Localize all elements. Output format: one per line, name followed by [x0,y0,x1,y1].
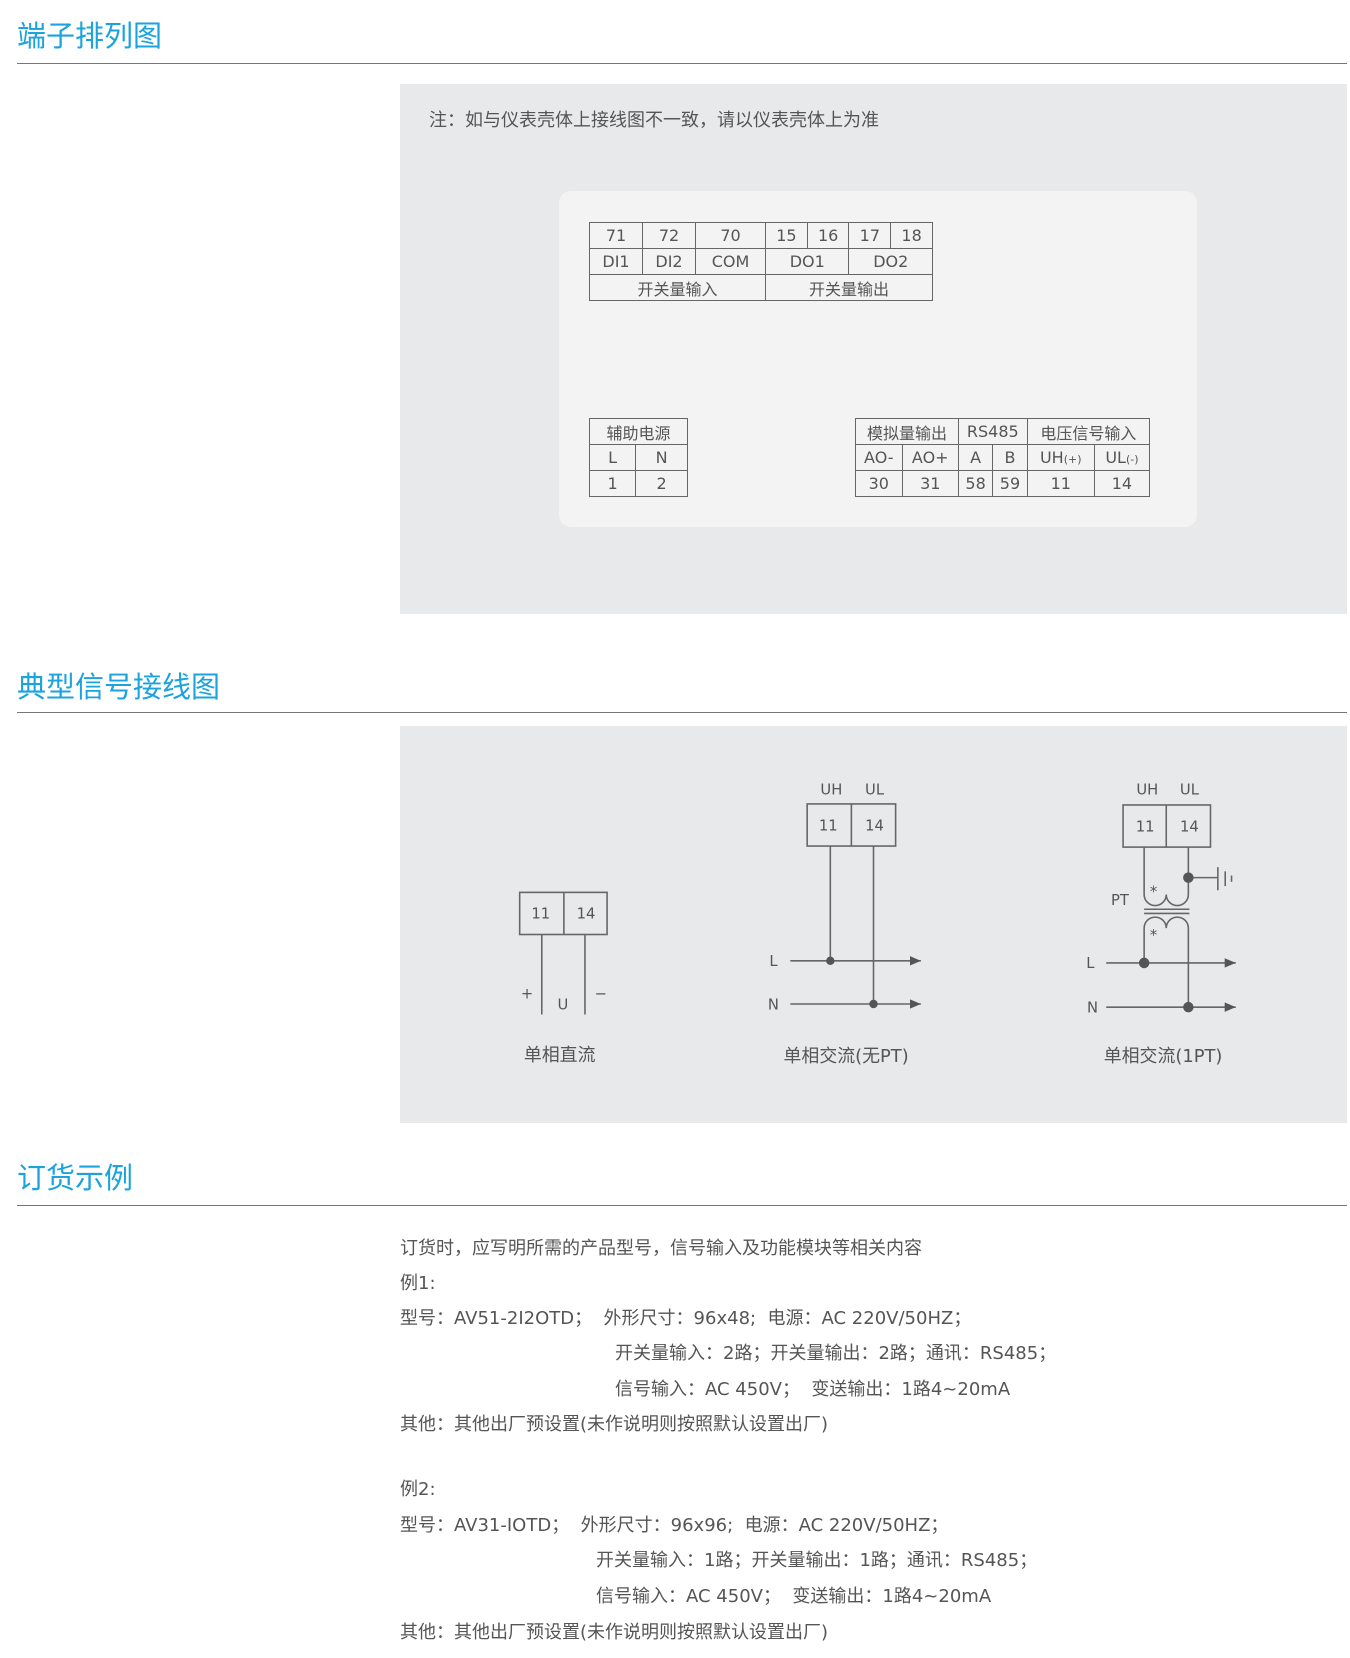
cell: 70 [694,222,767,249]
cell: RS485 [957,418,1028,445]
wiring-diagrams: 11 14 + U − 单相直流 UH UL 11 14 L N 单相交流(无P… [518,781,1236,1067]
cell: 模拟量输出 [855,418,959,445]
label: (-) [1125,453,1139,466]
cell: 开关量输出 [765,274,933,301]
cell: AO+ [901,444,959,471]
order-line: 其他：其他出厂预设置(未作说明则按照默认设置出厂) [400,1414,829,1435]
terminal-label: 14 [577,906,596,923]
u-label: U [557,996,568,1013]
cell: COM [694,248,767,275]
terminal-label: 11 [1136,818,1155,835]
cell: 14 [1093,470,1151,497]
order-line: 其他：其他出厂预设置(未作说明则按照默认设置出厂) [400,1622,829,1643]
cell: 71 [589,222,643,249]
cell: 1 [588,470,637,497]
cell: 2 [635,470,688,497]
wiring-panel: 11 14 + U − 单相直流 UH UL 11 14 L N 单相交流(无P… [400,726,1347,1123]
cell: 15 [765,222,808,249]
divider [17,63,1347,64]
cell: 30 [855,470,903,497]
dc-diagram [518,891,608,1015]
cell: DI1 [589,248,643,275]
l-label: L [769,953,778,970]
cell: L [588,444,637,471]
minus-label: − [595,986,607,1003]
cell: 11 [1026,470,1095,497]
terminal-label: 11 [819,817,838,834]
ul-label: UL [1180,781,1200,798]
cell: 58 [957,470,994,497]
terminal-panel: 注：如与仪表壳体上接线图不一致，请以仪表壳体上为准 71 72 70 15 16… [400,84,1347,614]
ac-diagram [790,803,921,1009]
label: (+) [1063,453,1082,466]
cell: 59 [992,470,1028,497]
switch-io-table: 71 72 70 15 16 17 18 DI1 DI2 COM DO1 DO2… [588,222,933,301]
uh-label: UH [820,781,842,798]
cell: 电压信号输入 [1026,418,1151,445]
cell: UH(+) [1026,444,1095,471]
cell: 17 [848,222,892,249]
cell: DO1 [765,248,850,275]
l-label: L [1086,955,1095,972]
divider [17,712,1347,713]
plus-label: + [521,986,533,1003]
cell: 72 [642,222,696,249]
n-label: N [1087,999,1098,1016]
section-title-wiring: 典型信号接线图 [17,670,221,704]
uh-label: UH [1136,781,1158,798]
example-label: 例1: [400,1273,436,1294]
n-label: N [768,996,779,1013]
cell: 辅助电源 [589,418,688,445]
ul-label: UL [865,781,885,798]
polarity-mark: * [1150,927,1157,944]
terminal-note: 注：如与仪表壳体上接线图不一致，请以仪表壳体上为准 [429,110,879,131]
example-label: 例2: [400,1479,436,1500]
caption: 单相交流(1PT) [1104,1046,1223,1067]
terminal-board: 71 72 70 15 16 17 18 DI1 DI2 COM DO1 DO2… [559,191,1197,527]
order-line: 型号：AV51-2I2OTD； 外形尺寸：96x48; 电源：AC 220V/5… [400,1308,972,1329]
terminal-label: 11 [531,906,550,923]
cell: UL(-) [1093,444,1151,471]
caption: 单相直流 [524,1045,596,1066]
cell: 31 [901,470,959,497]
order-line: 型号：AV31-IOTD； 外形尺寸：96x96; 电源：AC 220V/50H… [400,1515,949,1536]
divider [17,1205,1347,1206]
polarity-mark: * [1150,884,1157,901]
cell: 18 [890,222,933,249]
section-title-order: 订货示例 [17,1161,134,1195]
order-line: 开关量输入：1路；开关量输出：1路；通讯：RS485； [596,1550,1038,1571]
pt-label: PT [1111,892,1130,909]
cell: N [635,444,688,471]
cell: DO2 [848,248,933,275]
caption: 单相交流(无PT) [784,1046,909,1067]
order-intro: 订货时，应写明所需的产品型号，信号输入及功能模块等相关内容 [400,1238,922,1259]
label: UL [1105,448,1126,467]
analog-comm-voltage-table: 模拟量输出 RS485 电压信号输入 AO- AO+ A B UH(+) UL(… [855,418,1151,497]
order-line: 开关量输入：2路；开关量输出：2路；通讯：RS485； [615,1343,1057,1364]
cell: 16 [806,222,850,249]
cell: B [992,444,1028,471]
cell: AO- [855,444,903,471]
order-line: 信号输入：AC 450V； 变送输出：1路4~20mA [615,1379,1011,1400]
label: UH [1039,448,1064,467]
terminal-label: 14 [1180,818,1199,835]
order-line: 信号输入：AC 450V； 变送输出：1路4~20mA [596,1586,992,1607]
terminal-label: 14 [865,817,884,834]
cell: A [957,444,994,471]
section-title-terminal: 端子排列图 [17,19,163,53]
cell: 开关量输入 [588,274,767,301]
cell: DI2 [642,248,696,275]
